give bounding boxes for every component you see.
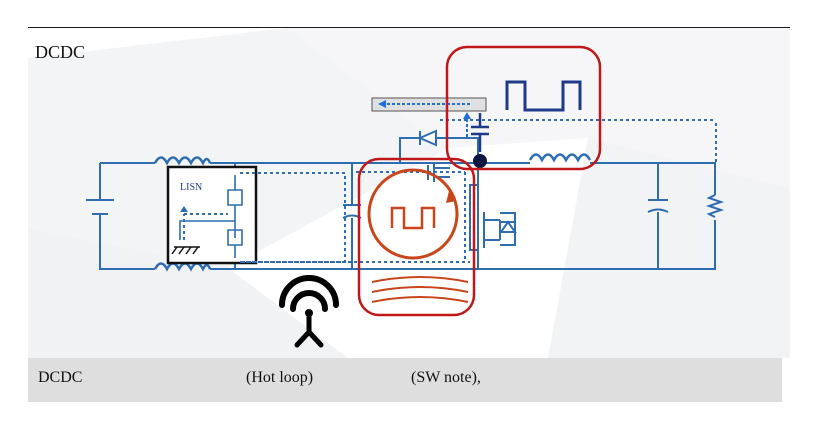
resistor-icon xyxy=(705,194,725,218)
caption-bar xyxy=(28,358,782,402)
capacitor-icon xyxy=(471,113,489,152)
caption-hot-loop: (Hot loop) xyxy=(246,369,314,386)
emission-arcs xyxy=(371,276,469,303)
diode-icon xyxy=(417,129,437,147)
top-divider xyxy=(28,27,790,28)
lisn-label: LISN xyxy=(180,182,202,193)
slide-title: DCDC xyxy=(35,42,86,62)
hot-loop-highlight xyxy=(357,157,476,317)
inductor-icon xyxy=(528,153,592,163)
caption-dcdc: DCDC xyxy=(38,369,83,386)
ground-icon xyxy=(171,246,200,255)
capacitor-icon xyxy=(647,199,669,213)
square-wave-icon xyxy=(390,206,436,230)
battery-icon xyxy=(86,199,114,215)
background-polygons xyxy=(28,28,790,358)
switch-node-dot xyxy=(473,154,487,168)
hot-loop-circle xyxy=(367,168,459,260)
mosfet-icon xyxy=(477,208,517,250)
switch-node-highlight xyxy=(445,45,602,171)
antenna-radiation-icon xyxy=(279,275,339,348)
square-wave-icon xyxy=(505,80,582,112)
current-path-dotted xyxy=(183,119,717,263)
caption-sw-note: (SW note), xyxy=(411,369,481,386)
